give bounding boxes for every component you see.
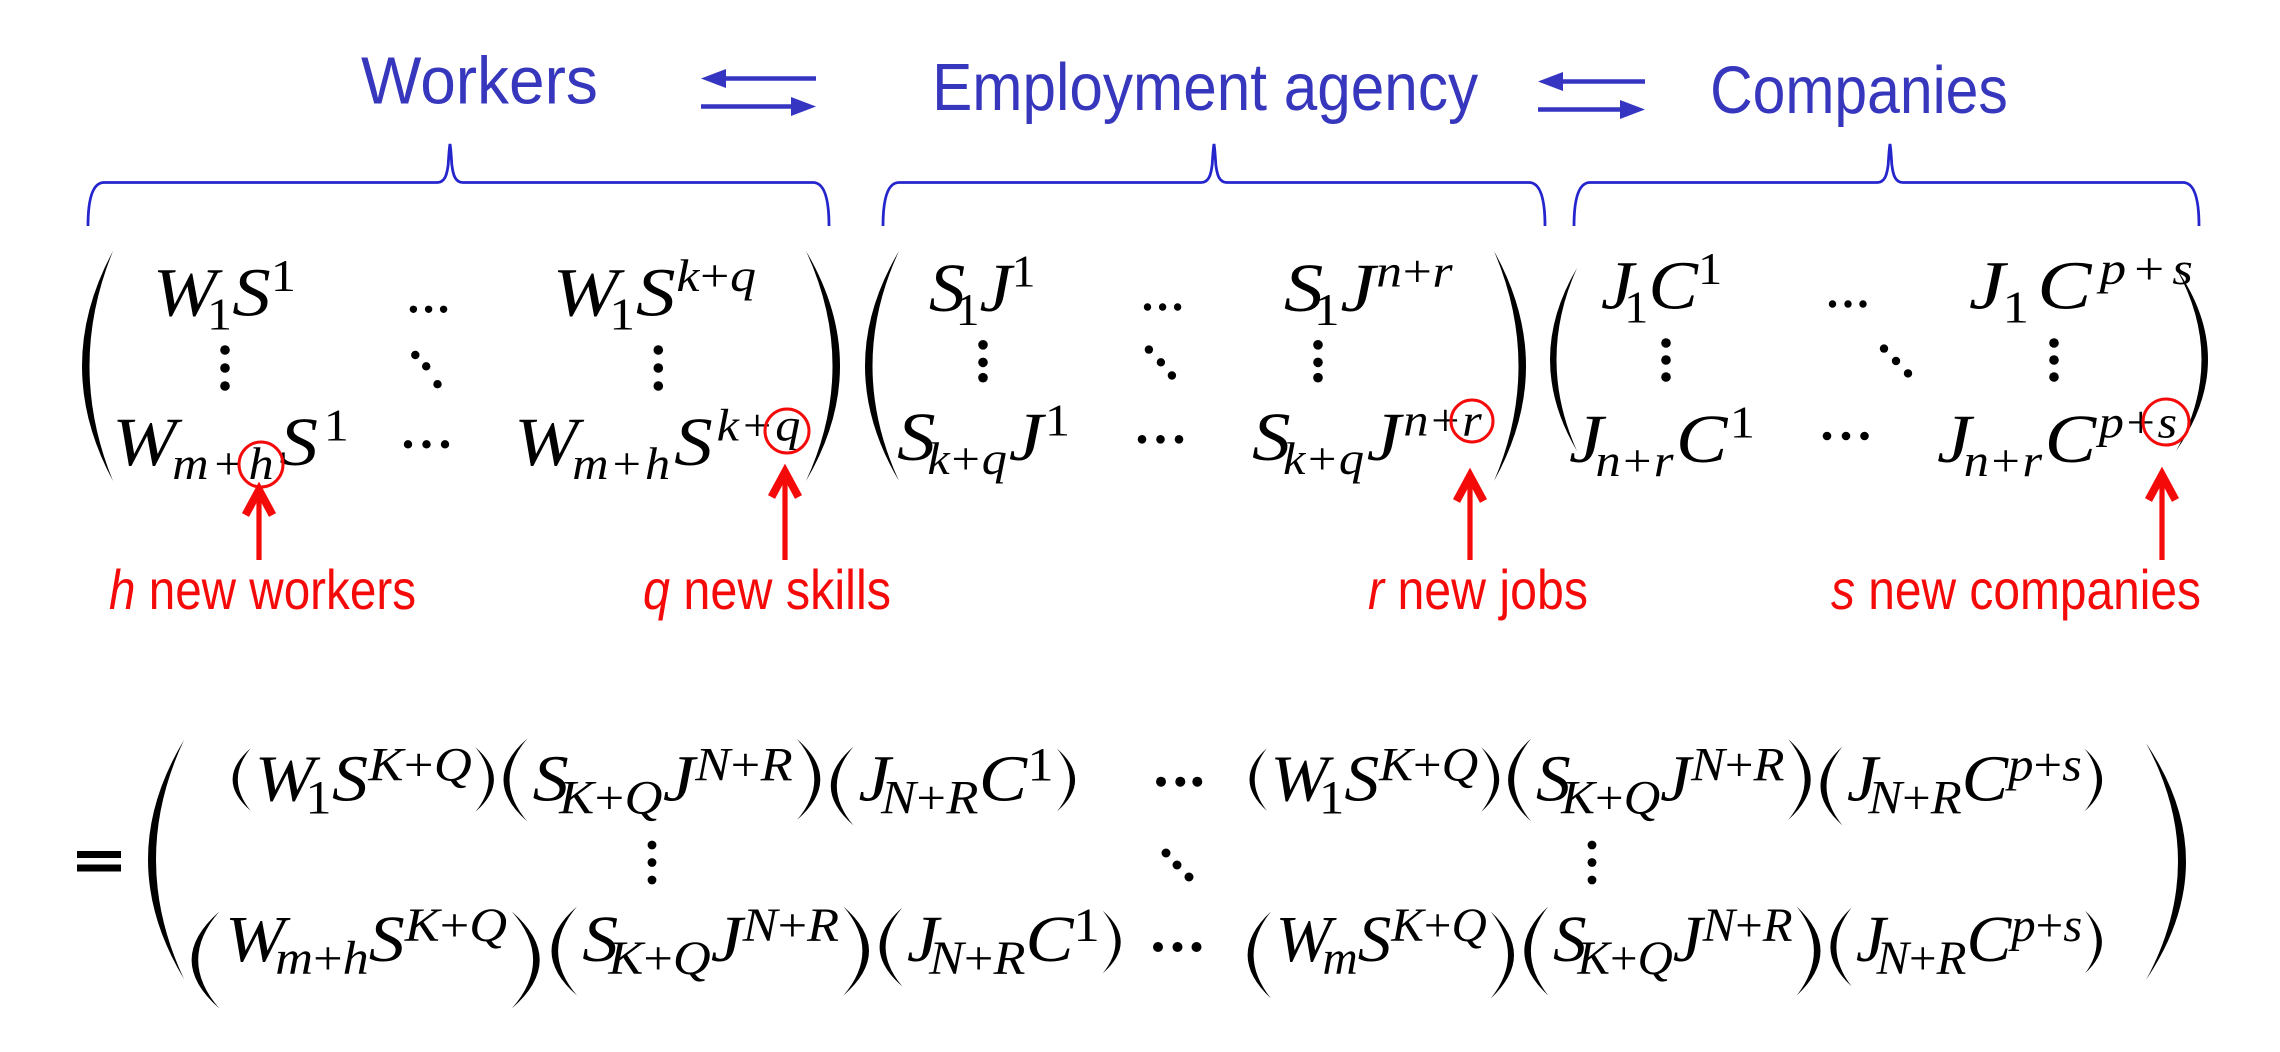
svg-text:Workers: Workers bbox=[361, 43, 598, 118]
svg-text:h new workers: h new workers bbox=[109, 559, 416, 621]
svg-text:(WmSK+Q)(SK+QJN+R)(JN+RCp+s): (WmSK+Q)(SK+QJN+R)(JN+RCp+s) bbox=[1243, 887, 2106, 1000]
svg-text:J1C1: J1C1 bbox=[1601, 245, 1722, 334]
svg-text:Sk+qJ1: Sk+qJ1 bbox=[897, 396, 1070, 484]
svg-text:Jn+rCp+s: Jn+rCp+s bbox=[1937, 398, 2177, 486]
svg-text:(W1SK+Q)(SK+QJN+R)(JN+RC1): (W1SK+Q)(SK+QJN+R)(JN+RC1) bbox=[229, 721, 1079, 827]
svg-text:s new companies: s new companies bbox=[1831, 560, 2201, 622]
svg-text:Employment agency: Employment agency bbox=[932, 49, 1478, 125]
svg-text:q new skills: q new skills bbox=[643, 560, 891, 622]
svg-text:S1J1: S1J1 bbox=[929, 248, 1036, 336]
svg-text:W1S1: W1S1 bbox=[153, 252, 296, 340]
svg-text:Companies: Companies bbox=[1710, 54, 2008, 128]
svg-text:Wm+hSk+q: Wm+hSk+q bbox=[514, 401, 800, 489]
svg-text:(W1SK+Q)(SK+QJN+R)(JN+RCp+s): (W1SK+Q)(SK+QJN+R)(JN+RCp+s) bbox=[1246, 722, 2106, 827]
svg-text:S1Jn+r: S1Jn+r bbox=[1284, 247, 1453, 335]
svg-text:Wm+hS1: Wm+hS1 bbox=[112, 401, 349, 489]
svg-text:W1Sk+q: W1Sk+q bbox=[553, 252, 756, 340]
svg-text:Jn+rC1: Jn+rC1 bbox=[1569, 398, 1755, 486]
svg-text:(Wm+hSK+Q)(SK+QJN+R)(JN+RC1): (Wm+hSK+Q)(SK+QJN+R)(JN+RC1) bbox=[186, 888, 1125, 1010]
svg-text:r new jobs: r new jobs bbox=[1368, 560, 1588, 622]
svg-text:Sk+qJn+r: Sk+qJn+r bbox=[1252, 396, 1482, 484]
